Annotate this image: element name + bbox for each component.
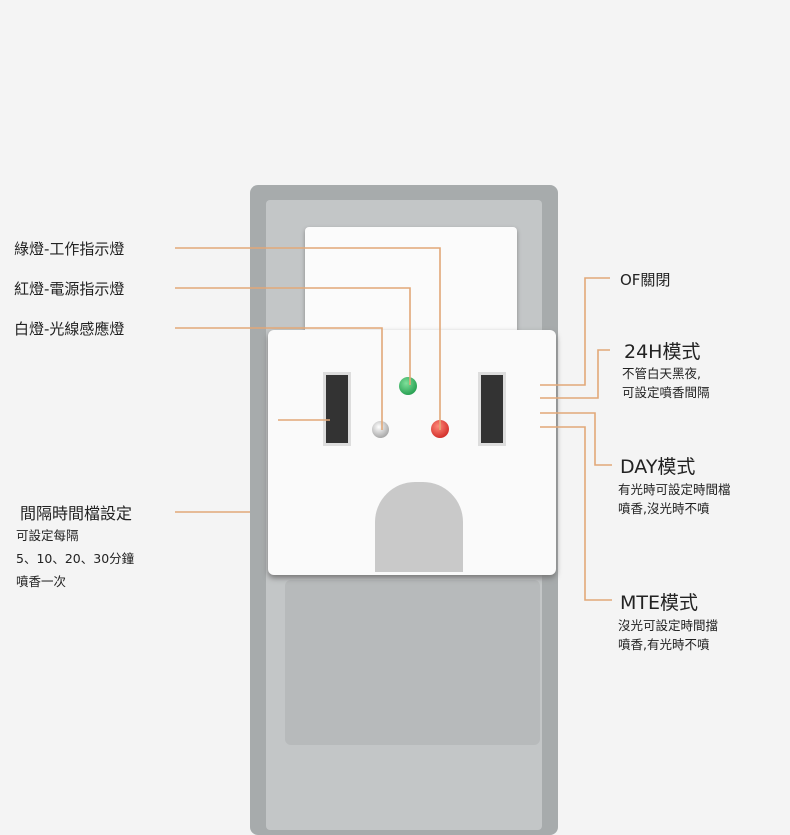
desc-line: 有光時可設定時間檔 [618,482,731,497]
interval-line: 可設定每隔 [16,528,79,543]
white-light-label: 白燈-光線感應燈 [14,320,125,338]
callout-24h [540,349,610,399]
desc-line: 噴香,沒光時不噴 [618,501,710,516]
callout-mte [540,426,612,601]
desc-line: 可設定噴香間隔 [622,385,710,400]
interval-slider-switch [323,372,351,446]
mode-day-desc: 有光時可設定時間檔 噴香,沒光時不噴 [618,480,731,518]
callout-white [175,327,383,430]
callout-day [540,412,612,466]
top-block [305,227,517,345]
off-label: OF關閉 [620,271,671,289]
desc-line: 不管白天黑夜, [622,366,701,381]
mode-mte-desc: 沒光可設定時間擋 噴香,有光時不噴 [618,616,718,654]
device-lower-cavity [285,580,540,745]
interval-title: 間隔時間檔設定 [20,504,133,523]
green-light-label: 綠燈-工作指示燈 [14,240,125,258]
nozzle-opening [375,482,463,572]
interval-desc: 可設定每隔 5、10、20、30分鐘 噴香一次 [16,526,134,591]
interval-line: 噴香一次 [16,574,67,589]
mode-24h-desc: 不管白天黑夜, 可設定噴香間隔 [622,364,710,402]
red-light-label: 紅燈-電源指示燈 [14,280,125,298]
desc-line: 噴香,有光時不噴 [618,637,710,652]
mode-slider-switch [478,372,506,446]
callout-green [175,247,441,430]
mode-day-title: DAY模式 [620,456,696,478]
interval-line: 5、10、20、30分鐘 [16,551,135,566]
green-led-icon [399,377,417,395]
callout-off [540,277,610,386]
mode-mte-title: MTE模式 [620,592,699,614]
mode-24h-title: 24H模式 [624,341,701,363]
white-led-icon [372,421,389,438]
callout-red [175,287,411,385]
desc-line: 沒光可設定時間擋 [618,618,719,633]
